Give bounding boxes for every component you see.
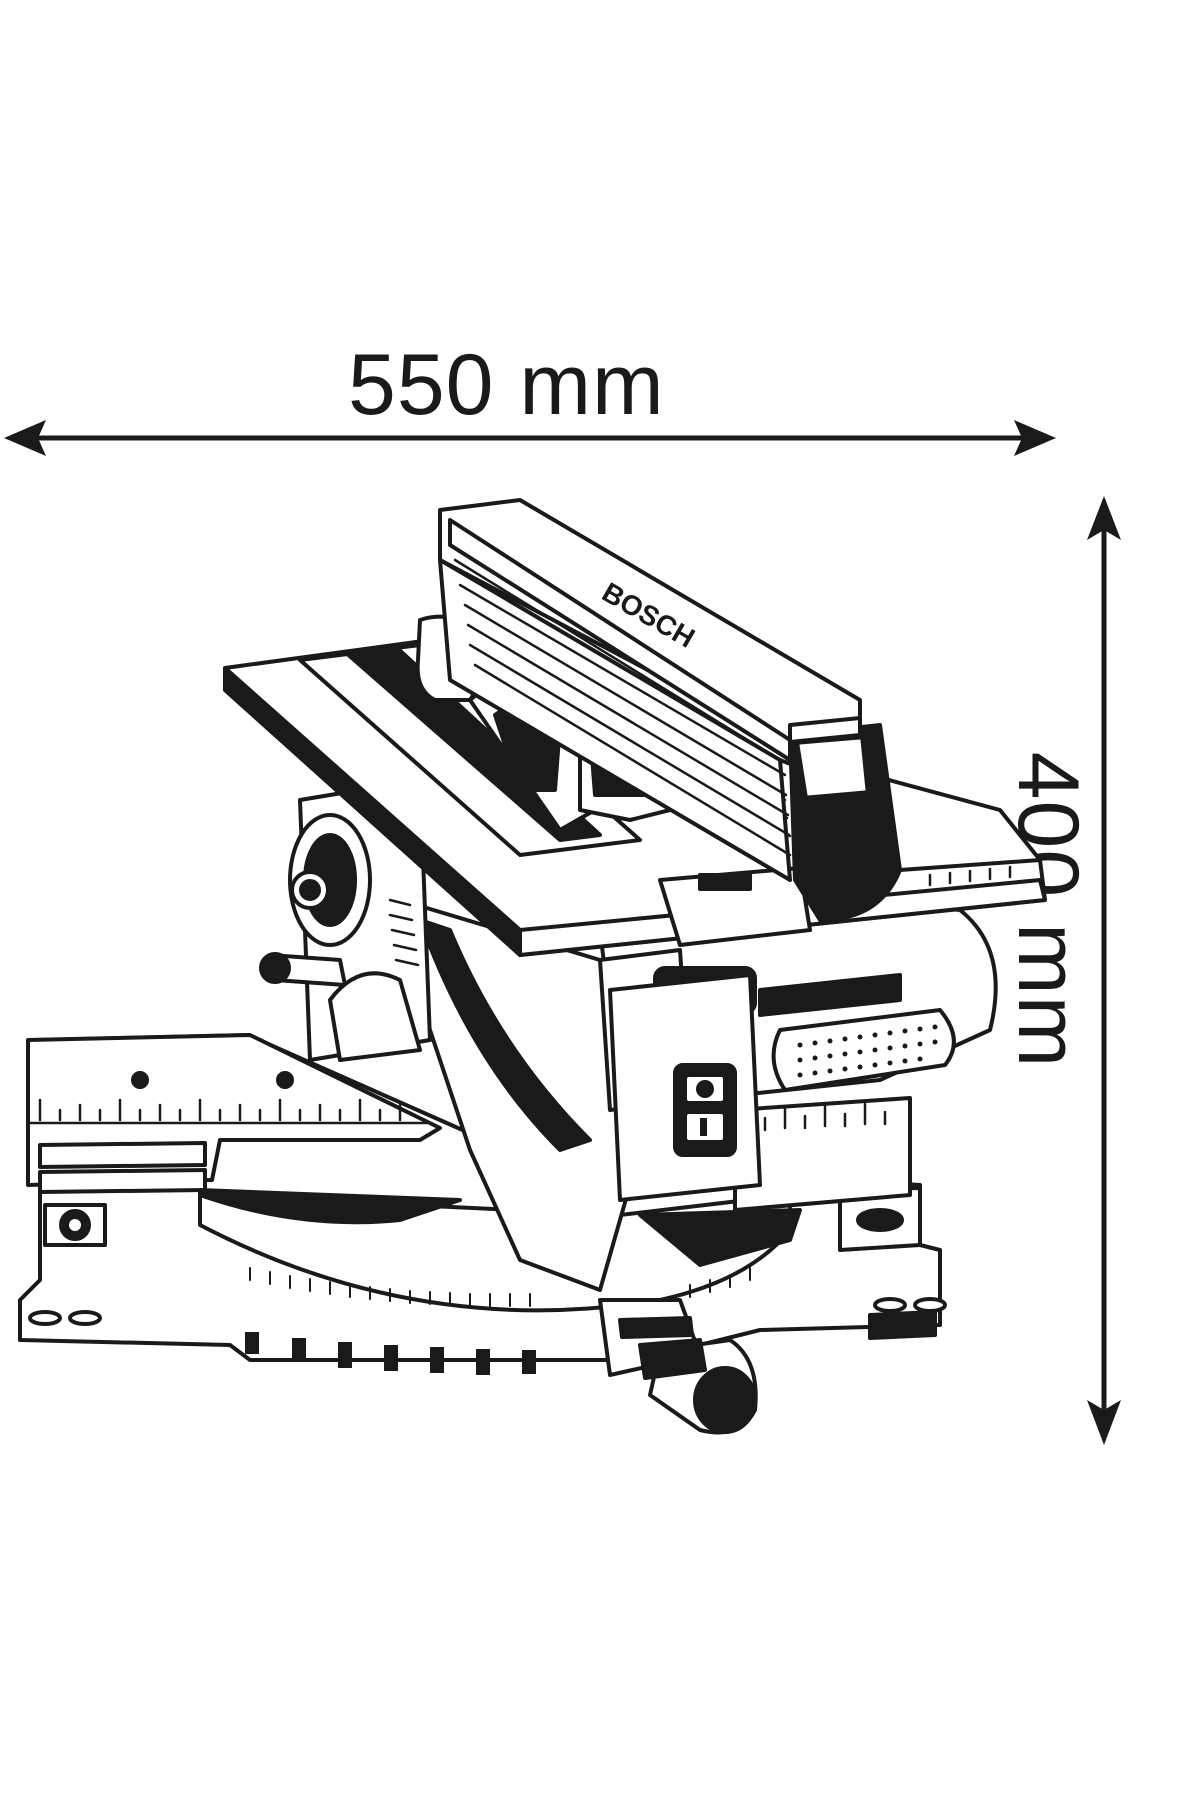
right-fence	[733, 1096, 912, 1212]
bevel-handwheel	[259, 778, 432, 1062]
miter-turntable	[198, 1188, 802, 1313]
height-dimension-arrow	[1087, 496, 1121, 1445]
width-dimension-label: 550 mm	[348, 337, 665, 433]
rip-fence: BOSCH	[438, 498, 902, 922]
front-lock-handle	[598, 1298, 758, 1435]
width-dimension-arrow	[4, 420, 1056, 456]
switch-box	[608, 973, 762, 1202]
